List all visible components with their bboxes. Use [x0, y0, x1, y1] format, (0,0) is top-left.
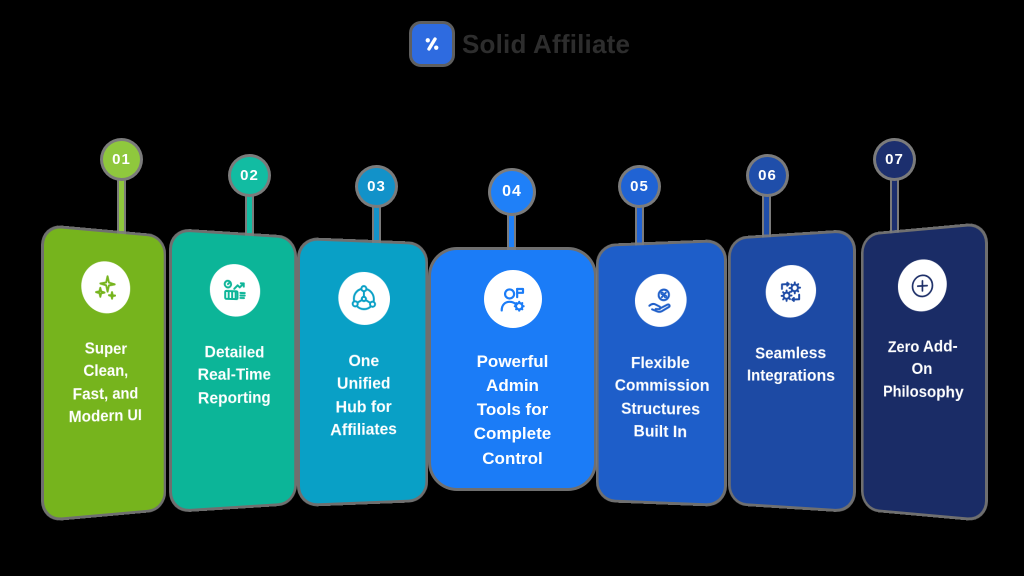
feature-title: Zero Add-On Philosophy — [883, 335, 963, 404]
brand-name: Solid Affiliate — [462, 29, 630, 60]
feature-card-05: Flexible Commission Structures Built In — [599, 242, 724, 504]
commission-hand-icon — [634, 273, 686, 327]
feature-card-06: Seamless Integrations — [731, 232, 853, 510]
hub-network-icon — [338, 271, 390, 325]
feature-card-04: Powerful Admin Tools for Complete Contro… — [431, 250, 594, 488]
circle-plus-icon — [898, 258, 947, 313]
sync-gears-icon — [765, 264, 815, 318]
step-badge-05: 05 — [621, 168, 658, 205]
report-chart-icon — [209, 263, 259, 317]
step-badge-06: 06 — [749, 157, 786, 194]
feature-card-02: Detailed Real-Time Reporting — [172, 231, 294, 510]
feature-title: One Unified Hub for Affiliates — [319, 350, 407, 443]
admin-tools-icon — [484, 270, 542, 328]
feature-title: Flexible Commission Structures Built In — [615, 352, 707, 445]
feature-title: Powerful Admin Tools for Complete Contro… — [463, 350, 563, 471]
feature-card-01: Super Clean, Fast, and Modern UI — [44, 227, 164, 519]
step-badge-02: 02 — [231, 157, 268, 194]
step-badge-01: 01 — [103, 141, 140, 178]
feature-card-07: Zero Add-On Philosophy — [864, 225, 985, 519]
step-badge-03: 03 — [358, 168, 395, 205]
step-badge-07: 07 — [876, 141, 913, 178]
sparkles-icon — [81, 260, 130, 315]
step-badge-04: 04 — [491, 171, 533, 213]
feature-title: Detailed Real-Time Reporting — [191, 341, 277, 411]
feature-title: Seamless Integrations — [746, 342, 836, 388]
feature-title: Super Clean, Fast, and Modern UI — [65, 337, 145, 429]
feature-card-03: One Unified Hub for Affiliates — [300, 240, 425, 504]
percent-logo-icon — [412, 24, 452, 64]
